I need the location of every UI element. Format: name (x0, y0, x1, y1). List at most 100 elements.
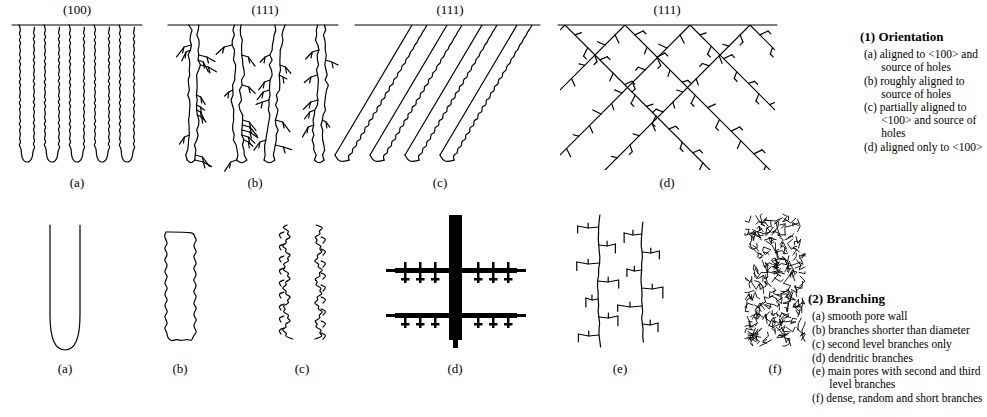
pore-stroke (756, 270, 758, 274)
legend-item: (b) branches shorter than diameter (812, 324, 984, 337)
pore-stroke (680, 142, 682, 148)
pore-stroke (786, 339, 791, 346)
pore-stroke (310, 77, 311, 83)
pore-stroke (223, 47, 225, 53)
pore-stroke (183, 137, 185, 143)
branch-short (165, 232, 197, 341)
dendrite-bar (449, 215, 462, 340)
pore-stroke (273, 25, 285, 160)
dendrite-bar (419, 262, 422, 268)
legend-item: (b) roughly aligned to source of holes (864, 75, 984, 101)
pore-stroke (754, 234, 764, 237)
pore-stroke (772, 311, 774, 316)
pore-stroke (783, 283, 791, 291)
dendrite-bar (395, 313, 517, 318)
pore-stroke (716, 128, 719, 131)
pore-stroke (249, 87, 250, 93)
pore-stroke (760, 340, 772, 346)
pore-stroke (440, 155, 454, 161)
pore-stroke (760, 31, 768, 35)
branch-dendritic (386, 215, 526, 348)
pore-stroke (760, 214, 762, 222)
pore-stroke (656, 109, 663, 112)
pore-stroke (791, 285, 797, 292)
pore-stroke (615, 244, 616, 253)
panel-label: (111) (436, 3, 463, 18)
pore-stroke (740, 35, 743, 42)
pore-stroke (321, 237, 325, 243)
pore-stroke (734, 72, 736, 79)
pore-stroke (764, 304, 771, 309)
pore-stroke (626, 269, 627, 276)
pore-stroke (755, 81, 758, 84)
pore-stroke (312, 25, 319, 160)
pore-stroke (778, 325, 785, 330)
pore-stroke (440, 25, 520, 155)
pore-stroke (321, 321, 325, 327)
pore-stroke (230, 162, 231, 168)
pore-stroke (719, 56, 722, 63)
pore-stroke (691, 95, 695, 103)
pore-stroke (751, 294, 754, 301)
pore-stroke (723, 44, 729, 46)
pore-stroke (699, 163, 703, 170)
pore-stroke (632, 89, 635, 92)
pore-stroke (615, 35, 619, 43)
pore-stroke (798, 318, 801, 330)
pore-stroke (645, 47, 648, 54)
pore-stroke (187, 160, 195, 163)
pore-stroke (279, 328, 284, 334)
pore-stroke (659, 251, 660, 259)
branch-dense (745, 214, 805, 346)
pore-stroke (798, 219, 801, 231)
pore-stroke (572, 78, 575, 86)
dendrite-bar (401, 278, 410, 281)
pore-stroke (314, 160, 323, 163)
pore-stroke (765, 263, 772, 267)
pore-stroke (759, 306, 761, 317)
pore-stroke (279, 316, 284, 322)
dendrite-bar (431, 278, 440, 281)
pore-stroke (578, 334, 579, 342)
pore-stroke (793, 223, 799, 226)
dendrite-bar (489, 278, 498, 281)
pore-stroke (652, 284, 653, 289)
branch-second-level (279, 225, 325, 339)
pore-stroke (608, 313, 609, 318)
pore-stroke (600, 57, 607, 60)
pore-stroke (419, 25, 502, 160)
pore-stroke (767, 267, 775, 274)
pore-stroke (658, 65, 661, 68)
pore-stroke (19, 25, 35, 162)
pore-stroke (227, 92, 229, 98)
pore-stroke (787, 262, 791, 269)
pore-stroke (279, 280, 284, 286)
pore-stroke (454, 25, 537, 160)
pore-stroke (751, 323, 757, 326)
pore-stroke (763, 251, 769, 255)
pore-stroke (405, 25, 485, 155)
pore-stroke (785, 307, 788, 311)
pore-stroke (560, 25, 625, 170)
pore-stroke (208, 67, 210, 73)
pore-stroke (766, 231, 770, 236)
pore-stroke (248, 57, 249, 63)
pore-stroke (165, 232, 197, 341)
surface-line (12, 24, 142, 25)
pore-stroke (283, 122, 284, 128)
pore-stroke (590, 125, 593, 132)
pore-stroke (321, 309, 325, 315)
pore-stroke (787, 239, 792, 249)
pore-stroke (778, 235, 786, 237)
pore-stroke (632, 230, 633, 235)
legend-item: (f) dense, random and short branches (812, 392, 984, 405)
panel-label: (b) (172, 362, 187, 377)
pore-stroke (774, 278, 783, 281)
pore-stroke (745, 278, 750, 282)
pore-stroke (263, 82, 264, 88)
pore-stroke (669, 126, 676, 129)
pore-stroke (737, 141, 740, 149)
pore-stroke (790, 263, 794, 273)
pore-stroke (777, 314, 781, 317)
pore-stroke (248, 142, 250, 148)
